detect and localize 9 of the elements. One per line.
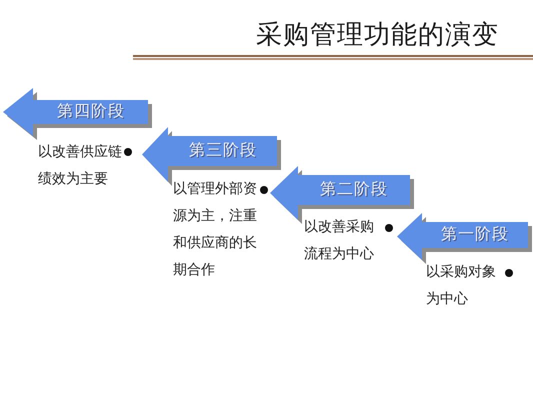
stage-description: 以采购对象为中心 xyxy=(426,264,497,309)
stage-description: 以改善采购流程为中心 xyxy=(304,218,375,264)
stage-description: 以改善供应链绩效为主要 xyxy=(38,143,123,189)
stage-label: 第三阶段 xyxy=(189,141,257,161)
stage-label: 第二阶段 xyxy=(320,180,388,200)
stage-description: 以管理外部资源为主，注重和供应商的长期合作 xyxy=(173,180,258,280)
title: 采购管理功能的演变 xyxy=(256,19,499,51)
stage-label: 第一阶段 xyxy=(441,225,509,245)
stage-label: 第四阶段 xyxy=(57,102,125,122)
